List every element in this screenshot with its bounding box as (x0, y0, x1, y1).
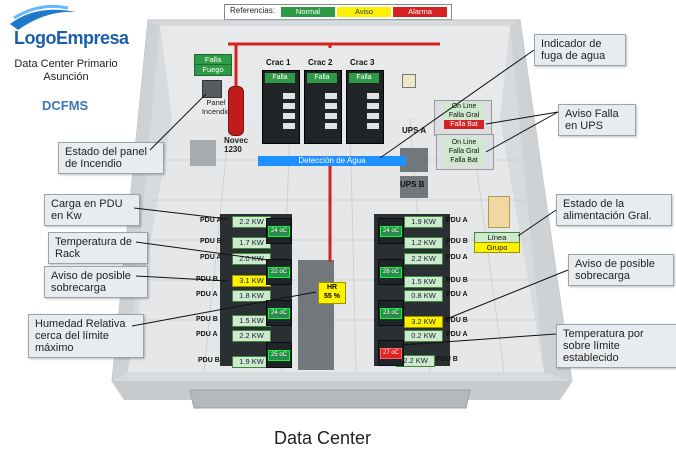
ups-b-online: On Line (444, 138, 484, 147)
site-name: Data Center Primario Asunción (14, 58, 118, 83)
crac-2-label: Crac 2 (308, 58, 333, 67)
left-rack[interactable]: 22 oC (266, 259, 292, 285)
right-pdu-label: PDU A (446, 291, 468, 298)
logo: LogoEmpresa (6, 4, 130, 52)
callout-panel-state: Estado del panel de Incendio (58, 142, 164, 174)
fire-panel-fuego: Fuego (194, 64, 232, 76)
right-pdu-load[interactable]: 1.5 KW (404, 276, 443, 288)
left-rack-temp: 25 oC (268, 350, 290, 361)
right-pdu-label: PDU A (446, 331, 468, 338)
left-rack-temp: 24 oC (268, 308, 290, 319)
water-detection-bar: Detección de Agua (258, 156, 406, 166)
ups-a-online: On Line (444, 102, 484, 111)
legend: Referencias: Normal Aviso Alarma (224, 4, 452, 20)
right-pdu-label: PDU A (446, 254, 468, 261)
crac-3[interactable]: Falla (346, 70, 384, 144)
crac-1-status: Falla (265, 73, 295, 83)
left-rack-temp: 22 oC (268, 267, 290, 278)
callout-pdu-load: Carga en PDU en Kw (44, 194, 140, 226)
left-pdu-label: PDU A (196, 331, 218, 338)
humidity-sensor: HR 55 % (318, 282, 346, 304)
right-pdu-label: PDU A (446, 217, 468, 224)
humidity-label: HR (326, 284, 338, 291)
right-rack[interactable]: 26 oC (378, 259, 404, 285)
left-pdu-load[interactable]: 2.2 KW (232, 216, 271, 228)
legend-alarma: Alarma (393, 7, 447, 17)
left-pdu-load[interactable]: 1.9 KW (232, 356, 271, 368)
left-pdu-load[interactable]: 2.2 KW (232, 330, 271, 342)
callout-humidity: Humedad Relativa cerca del límite máximo (28, 314, 144, 358)
left-pdu-label: PDU A (200, 254, 222, 261)
right-pdu-load[interactable]: 3.2 KW (404, 316, 443, 328)
callout-water-leak: Indicador de fuga de agua (534, 34, 626, 66)
callout-overload-left: Aviso de posible sobrecarga (44, 266, 148, 298)
right-pdu-load[interactable]: 2.2 KW (404, 253, 443, 265)
callout-ups-fail: Aviso Falla en UPS (558, 104, 636, 136)
ups-a-falla-bat: Falla Bat (444, 120, 484, 129)
right-pdu-label: PDU B (436, 356, 458, 363)
right-rack-temp: 24 oC (380, 226, 402, 237)
crac-2-status: Falla (307, 73, 337, 83)
crac-2[interactable]: Falla (304, 70, 342, 144)
left-rack[interactable]: 24 oC (266, 300, 292, 326)
callout-rack-temp: Temperatura de Rack (48, 232, 148, 264)
left-pdu-label: PDU B (196, 276, 218, 283)
right-rack[interactable]: 23 oC (378, 300, 404, 326)
legend-aviso: Aviso (337, 7, 391, 17)
callout-temp-over: Temperatura por sobre límite establecido (556, 324, 676, 368)
right-pdu-load[interactable]: 2.2 KW (396, 355, 435, 367)
legend-normal: Normal (281, 7, 335, 17)
right-pdu-label: PDU B (446, 277, 468, 284)
right-pdu-label: PDU B (446, 317, 468, 324)
left-rack-temp: 24 oC (268, 226, 290, 237)
callout-overload-right: Aviso de posible sobrecarga (568, 254, 674, 286)
crac-3-status: Falla (349, 73, 379, 83)
ups-a-label: UPS A (402, 126, 427, 135)
left-rack[interactable]: 24 oC (266, 218, 292, 244)
left-rack[interactable]: 25 oC (266, 342, 292, 368)
right-pdu-load[interactable]: 0.8 KW (404, 290, 443, 302)
ups-b-label: UPS B (400, 180, 425, 189)
crac-1-label: Crac 1 (266, 58, 291, 67)
crac-1[interactable]: Falla (262, 70, 300, 144)
right-pdu-load[interactable]: 1.9 KW (404, 216, 443, 228)
fire-panel-device (202, 80, 222, 98)
right-rack-temp: 27 oC (380, 348, 402, 359)
left-pdu-label: PDU A (200, 217, 222, 224)
right-rack[interactable]: 27 oC (378, 340, 404, 366)
page-title: Data Center (274, 428, 372, 448)
right-rack-temp: 26 oC (380, 267, 402, 278)
left-pdu-label: PDU A (196, 291, 218, 298)
logo-swoosh-icon (10, 4, 76, 30)
ups-b-falla-bat: Falla Bat (444, 156, 484, 165)
ups-b-falla-gral: Falla Gral (444, 147, 484, 156)
left-pdu-label: PDU B (200, 238, 222, 245)
right-rack[interactable]: 24 oC (378, 218, 404, 244)
novec-label: Novec 1230 (224, 136, 249, 154)
callout-power-state: Estado de la alimentación Gral. (556, 194, 672, 226)
wall-outlet-icon (402, 74, 416, 88)
right-pdu-load[interactable]: 1.2 KW (404, 237, 443, 249)
system-name: DCFMS (42, 98, 89, 113)
left-pdu-label: PDU B (196, 316, 218, 323)
power-grupo: Grupo (474, 242, 520, 253)
legend-title: Referencias: (230, 6, 275, 15)
novec-tank (228, 86, 244, 136)
ups-a-falla-gral: Falla Gral (444, 111, 484, 120)
logo-text: LogoEmpresa (14, 28, 129, 48)
right-pdu-label: PDU B (446, 238, 468, 245)
power-cabinet (488, 196, 510, 228)
humidity-value: 55 % (324, 293, 340, 300)
left-pdu-label: PDU B (198, 357, 220, 364)
left-pdu-load[interactable]: 3.1 KW (232, 275, 271, 287)
right-rack-temp: 23 oC (380, 308, 402, 319)
right-pdu-load[interactable]: 0.2 KW (404, 330, 443, 342)
crac-3-label: Crac 3 (350, 58, 375, 67)
fire-panel-label: Panel Incendio (201, 98, 231, 116)
